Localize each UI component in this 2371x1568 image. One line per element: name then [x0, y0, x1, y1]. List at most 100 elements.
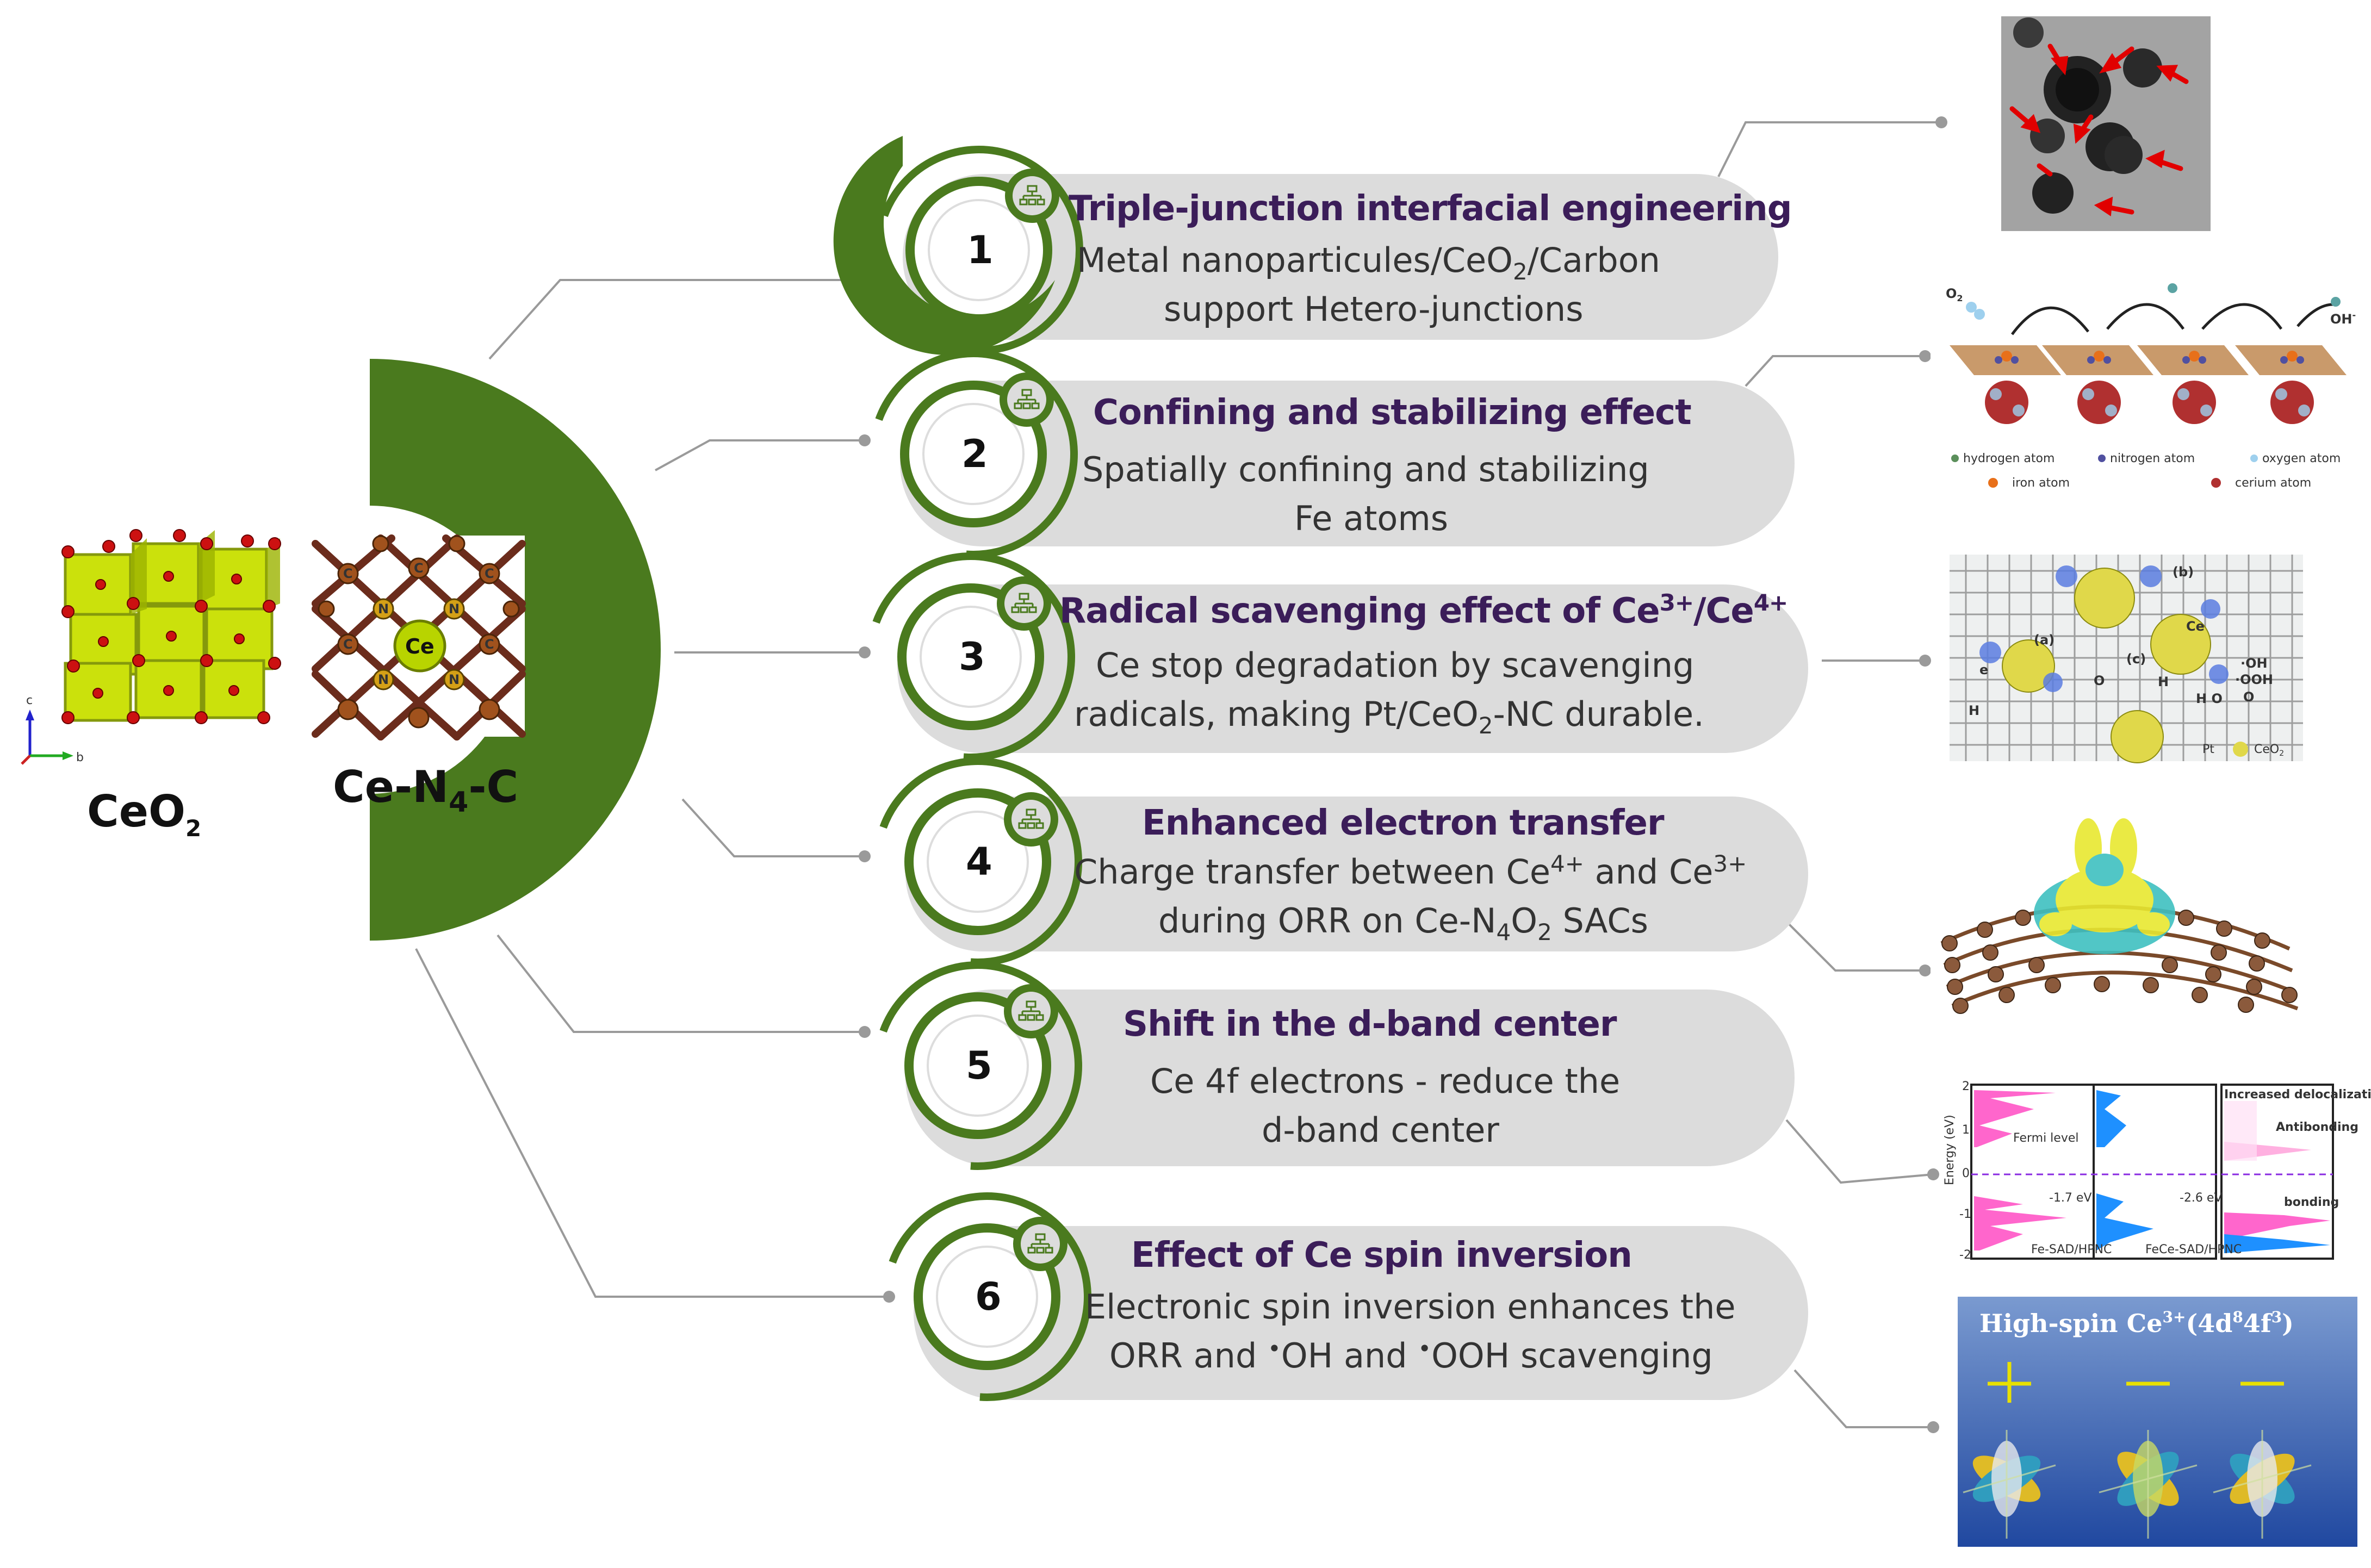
item-title: Triple-junction interfacial engineering [1069, 189, 1792, 229]
svg-text:O: O [2243, 689, 2254, 705]
axis-indicator: c b [21, 694, 84, 765]
svg-text:Antibonding: Antibonding [2276, 1121, 2358, 1134]
ceo2-label: CeO2 [87, 786, 201, 842]
effect-item-4: 4 Enhanced electron transfer Charge tran… [873, 757, 1808, 966]
svg-text:(a): (a) [2034, 632, 2055, 648]
svg-text:(c): (c) [2126, 651, 2146, 667]
svg-text:Increased delocalization: Increased delocalization [2224, 1088, 2371, 1102]
svg-text:C: C [414, 561, 424, 576]
svg-text:N: N [449, 672, 460, 687]
item-number: 6 [975, 1274, 1002, 1319]
effect-item-3: 3 Radical scavenging effect of Ce3+/Ce4+… [866, 552, 1808, 761]
atom-legend: hydrogen atom nitrogen atom oxygen atom … [1951, 452, 2341, 490]
svg-text:N: N [449, 601, 460, 617]
effect-item-2: 2 Confining and stabilizing effect Spati… [868, 350, 1795, 558]
item-title: Shift in the d-band center [1123, 1004, 1617, 1044]
item-line-1: Metal nanoparticules/CeO2/Carbon [1077, 240, 1660, 285]
svg-text:H: H [1969, 703, 1979, 718]
svg-text:Ce: Ce [405, 634, 435, 658]
svg-text:Energy (eV): Energy (eV) [1943, 1115, 1957, 1185]
connector-right-6 [1793, 1369, 1933, 1428]
svg-text:C: C [485, 566, 494, 581]
ce-atom [393, 619, 446, 673]
axis-c-label: c [26, 694, 33, 707]
charge-density-image [1931, 816, 2306, 1017]
pill-background [900, 381, 1795, 546]
svg-text:N: N [378, 672, 389, 687]
connector-left-1 [488, 279, 865, 360]
connector-right-5 [1785, 1119, 1934, 1184]
svg-text:nitrogen atom: nitrogen atom [2110, 452, 2195, 465]
item-line-1: Electronic spin inversion enhances the [1085, 1287, 1736, 1327]
svg-text:hydrogen atom: hydrogen atom [1963, 452, 2055, 465]
item-title: Enhanced electron transfer [1142, 803, 1665, 843]
svg-text:C: C [485, 637, 494, 652]
tem-micrograph-image [2001, 16, 2211, 231]
item-number: 5 [966, 1043, 992, 1088]
dos-plot-image: Energy (eV) Fermi level -1.7 eV -2.6 eV … [1943, 1080, 2371, 1262]
item-line-2: ORR and •OH and •OOH scavenging [1109, 1335, 1713, 1376]
item-number: 4 [966, 839, 992, 884]
effect-item-5: 5 Shift in the d-band center Ce 4f elect… [873, 961, 1795, 1170]
svg-text:-1.7 eV: -1.7 eV [2049, 1191, 2092, 1205]
svg-text:0: 0 [1962, 1167, 1970, 1180]
svg-text:Pt: Pt [2202, 743, 2214, 756]
svg-text:FeCe-SAD/HPNC: FeCe-SAD/HPNC [2145, 1243, 2242, 1256]
svg-text:Fe-SAD/HPNC: Fe-SAD/HPNC [2031, 1243, 2112, 1256]
svg-text:2: 2 [1962, 1080, 1970, 1093]
svg-text:Ce: Ce [2186, 619, 2205, 634]
item-line-2: radicals, making Pt/CeO2-NC durable. [1074, 694, 1704, 739]
svg-text:Fermi level: Fermi level [2013, 1131, 2079, 1145]
connector-left-2 [655, 439, 865, 471]
svg-text:O: O [2094, 673, 2105, 688]
connector-left-5 [496, 934, 865, 1033]
item-number: 2 [961, 432, 988, 476]
connector-right-2 [1745, 355, 1925, 387]
svg-text:N: N [378, 601, 389, 617]
connector-right-4 [1785, 920, 1925, 972]
pill-background [903, 174, 1778, 340]
axis-b-label: b [76, 751, 84, 764]
item-number: 1 [967, 228, 994, 272]
svg-text:OH-: OH- [2330, 310, 2356, 327]
svg-text:-2: -2 [1959, 1248, 1971, 1262]
svg-text:C: C [343, 637, 353, 652]
connector-left-4 [681, 798, 865, 857]
ce-n4-c-label: Ce-N4-C [333, 762, 518, 819]
item-line-2: support Hetero-junctions [1164, 289, 1584, 329]
svg-text:O2: O2 [1946, 286, 1963, 303]
scavenging-mechanism-image: (b) (a) (c) e O H H H O ·OH ·OOH O Ce Pt… [1950, 555, 2303, 763]
svg-text:iron atom: iron atom [2012, 476, 2070, 490]
svg-text:-1: -1 [1959, 1208, 1971, 1221]
svg-text:1: 1 [1962, 1123, 1970, 1137]
pill-background [897, 584, 1808, 753]
connector-lines [415, 121, 1941, 1428]
item-title: Confining and stabilizing effect [1093, 393, 1691, 433]
svg-text:-2.6 eV: -2.6 eV [2180, 1191, 2223, 1205]
svg-text:·OOH: ·OOH [2235, 672, 2273, 687]
item-line-2: Fe atoms [1294, 499, 1448, 538]
item-line-1: Ce stop degradation by scavenging [1096, 645, 1694, 685]
item-line-1: Ce 4f electrons - reduce the [1150, 1061, 1620, 1101]
pill-background [905, 797, 1808, 951]
ceo2-crystal-image [61, 529, 283, 726]
effect-item-6: 6 Effect of Ce spin inversion Electronic… [883, 1192, 1808, 1401]
svg-text:(b): (b) [2173, 564, 2194, 580]
svg-text:cerium atom: cerium atom [2235, 476, 2311, 490]
pill-background [905, 990, 1795, 1166]
item-line-2: during ORR on Ce-N4O2 SACs [1158, 901, 1648, 945]
item-line-1: Spatially confining and stabilizing [1082, 450, 1649, 489]
svg-text:e: e [1979, 662, 1988, 677]
high-spin-orbitals-image: High-spin Ce3+(4d84f3) [1958, 1297, 2357, 1547]
pill-background [914, 1226, 1808, 1400]
svg-text:H O: H O [2196, 691, 2223, 706]
connector-left-6 [415, 948, 889, 1298]
catalytic-cycle-image: O2 OH- hydrogen atom nitrogen atom oxyge… [1931, 272, 2360, 495]
item-line-2: d-band center [1262, 1110, 1499, 1150]
oxygen-atoms [61, 529, 281, 724]
item-line-1: Charge transfer between Ce4+ and Ce3+ [1074, 850, 1747, 892]
high-spin-title: High-spin Ce3+(4d84f3) [1979, 1308, 2294, 1338]
connector-right-1 [1717, 121, 1941, 177]
svg-text:bonding: bonding [2284, 1196, 2339, 1209]
